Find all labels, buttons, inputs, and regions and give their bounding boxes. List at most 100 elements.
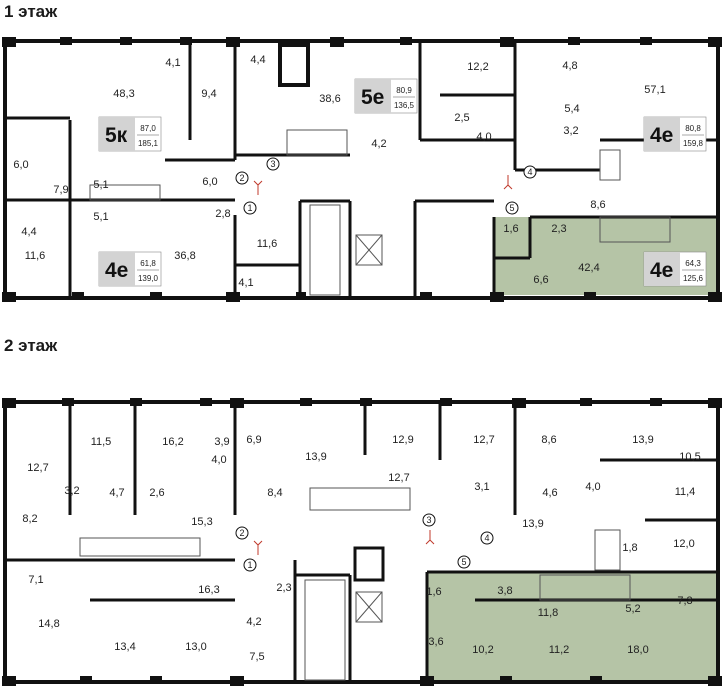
room-area: 5,2 (625, 603, 640, 615)
apartment-tag[interactable]: 4е 61,8 139,0 (98, 251, 162, 287)
svg-text:2: 2 (239, 528, 244, 538)
svg-text:4: 4 (527, 167, 532, 177)
room-area: 1,6 (426, 586, 441, 598)
room-area: 6,0 (13, 159, 28, 171)
floor1-room-labels: 48,3 4,1 9,4 4,4 38,6 12,2 4,8 57,1 6,0 … (13, 54, 665, 289)
room-area: 1,8 (622, 542, 637, 554)
room-area: 14,8 (38, 618, 59, 630)
apartment-area-total: 80,9 (396, 86, 412, 95)
room-area: 12,2 (467, 61, 488, 73)
marker-5[interactable]: 5 (457, 555, 471, 569)
marker-2[interactable]: 2 (235, 526, 249, 540)
floor2-highlight-apartment[interactable] (427, 572, 718, 682)
room-area: 3,8 (497, 585, 512, 597)
apartment-area-full: 159,8 (683, 139, 704, 148)
room-area: 4,2 (246, 616, 261, 628)
marker-3[interactable]: 3 (266, 157, 280, 171)
room-area: 8,2 (22, 513, 37, 525)
apartment-tag[interactable]: 5к 87,0 185,1 (98, 116, 162, 152)
svg-text:5: 5 (509, 203, 514, 213)
floor2-plan: 11,5 16,2 3,9 6,9 12,9 12,7 8,6 13,9 10,… (2, 398, 722, 686)
floor2-interior-walls (5, 400, 718, 682)
room-area: 4,4 (250, 54, 265, 66)
room-area: 8,4 (267, 487, 282, 499)
room-area: 42,4 (578, 262, 599, 274)
floor2-markers: 1 2 3 4 5 (235, 513, 494, 572)
apartment-tag[interactable]: 5е 80,9 136,5 (354, 78, 418, 114)
floor1-stairs (89, 43, 671, 296)
room-area: 4,0 (585, 481, 600, 493)
apartment-area-total: 61,8 (140, 259, 156, 268)
room-area: 8,6 (590, 199, 605, 211)
room-area: 4,8 (562, 60, 577, 72)
room-area: 10,5 (679, 451, 700, 463)
svg-text:1: 1 (247, 560, 252, 570)
apartment-tag[interactable]: 4е 64,3 125,6 (643, 251, 707, 287)
floor1-plan: 48,3 4,1 9,4 4,4 38,6 12,2 4,8 57,1 6,0 … (2, 37, 722, 302)
apartment-area-total: 87,0 (140, 124, 156, 133)
room-area: 11,5 (91, 436, 112, 448)
floor2-title: 2 этаж (4, 336, 58, 355)
direction-arrow-icon (253, 175, 513, 195)
marker-4[interactable]: 4 (523, 165, 537, 179)
room-area: 5,4 (564, 103, 579, 115)
marker-4[interactable]: 4 (480, 531, 494, 545)
floor1-outer-wall (3, 39, 720, 300)
marker-2[interactable]: 2 (235, 171, 249, 185)
apartment-tag[interactable]: 4е 80,8 159,8 (643, 116, 707, 152)
apartment-code: 5е (361, 86, 384, 109)
room-area: 13,0 (185, 641, 206, 653)
apartment-area-full: 136,5 (394, 101, 415, 110)
room-area: 12,0 (673, 538, 694, 550)
room-area: 4,0 (211, 454, 226, 466)
room-area: 11,6 (25, 250, 46, 262)
room-area: 13,9 (522, 518, 543, 530)
floor1-markers: 1 2 3 4 5 (235, 157, 537, 215)
svg-text:2: 2 (239, 173, 244, 183)
room-area: 11,6 (257, 238, 278, 250)
floor1-title: 1 этаж (4, 2, 58, 21)
room-area: 3,6 (428, 636, 443, 648)
room-area: 3,2 (563, 125, 578, 137)
room-area: 4,0 (476, 131, 491, 143)
room-area: 4,1 (238, 277, 253, 289)
room-area: 13,9 (632, 434, 653, 446)
room-area: 2,3 (551, 223, 566, 235)
room-area: 13,9 (305, 451, 326, 463)
apartment-area-full: 185,1 (138, 139, 159, 148)
room-area: 3,9 (214, 436, 229, 448)
room-area: 3,2 (64, 485, 79, 497)
marker-5[interactable]: 5 (505, 201, 519, 215)
room-area: 10,2 (472, 644, 493, 656)
room-area: 4,7 (109, 487, 124, 499)
svg-text:3: 3 (426, 515, 431, 525)
room-area: 5,1 (93, 179, 108, 191)
marker-1[interactable]: 1 (243, 201, 257, 215)
room-area: 2,6 (149, 487, 164, 499)
room-area: 16,3 (198, 584, 219, 596)
floor2-stairs (79, 487, 631, 681)
apartment-code: 4е (105, 259, 128, 282)
room-area: 57,1 (644, 84, 665, 96)
room-area: 2,3 (276, 582, 291, 594)
room-area: 3,1 (474, 481, 489, 493)
marker-3[interactable]: 3 (422, 513, 436, 527)
room-area: 9,4 (201, 88, 216, 100)
marker-1[interactable]: 1 (243, 558, 257, 572)
room-area: 4,1 (165, 57, 180, 69)
direction-arrow-icon (253, 530, 435, 555)
room-area: 5,1 (93, 211, 108, 223)
room-area: 36,8 (174, 250, 195, 262)
room-area: 48,3 (113, 88, 134, 100)
room-area: 13,4 (114, 641, 135, 653)
room-area: 7,1 (28, 574, 43, 586)
room-area: 12,7 (388, 472, 409, 484)
svg-text:4: 4 (484, 533, 489, 543)
room-area: 12,7 (27, 462, 48, 474)
room-area: 2,5 (454, 112, 469, 124)
apartment-area-total: 80,8 (685, 124, 701, 133)
room-area: 1,6 (503, 223, 518, 235)
room-area: 8,6 (541, 434, 556, 446)
room-area: 12,7 (473, 434, 494, 446)
